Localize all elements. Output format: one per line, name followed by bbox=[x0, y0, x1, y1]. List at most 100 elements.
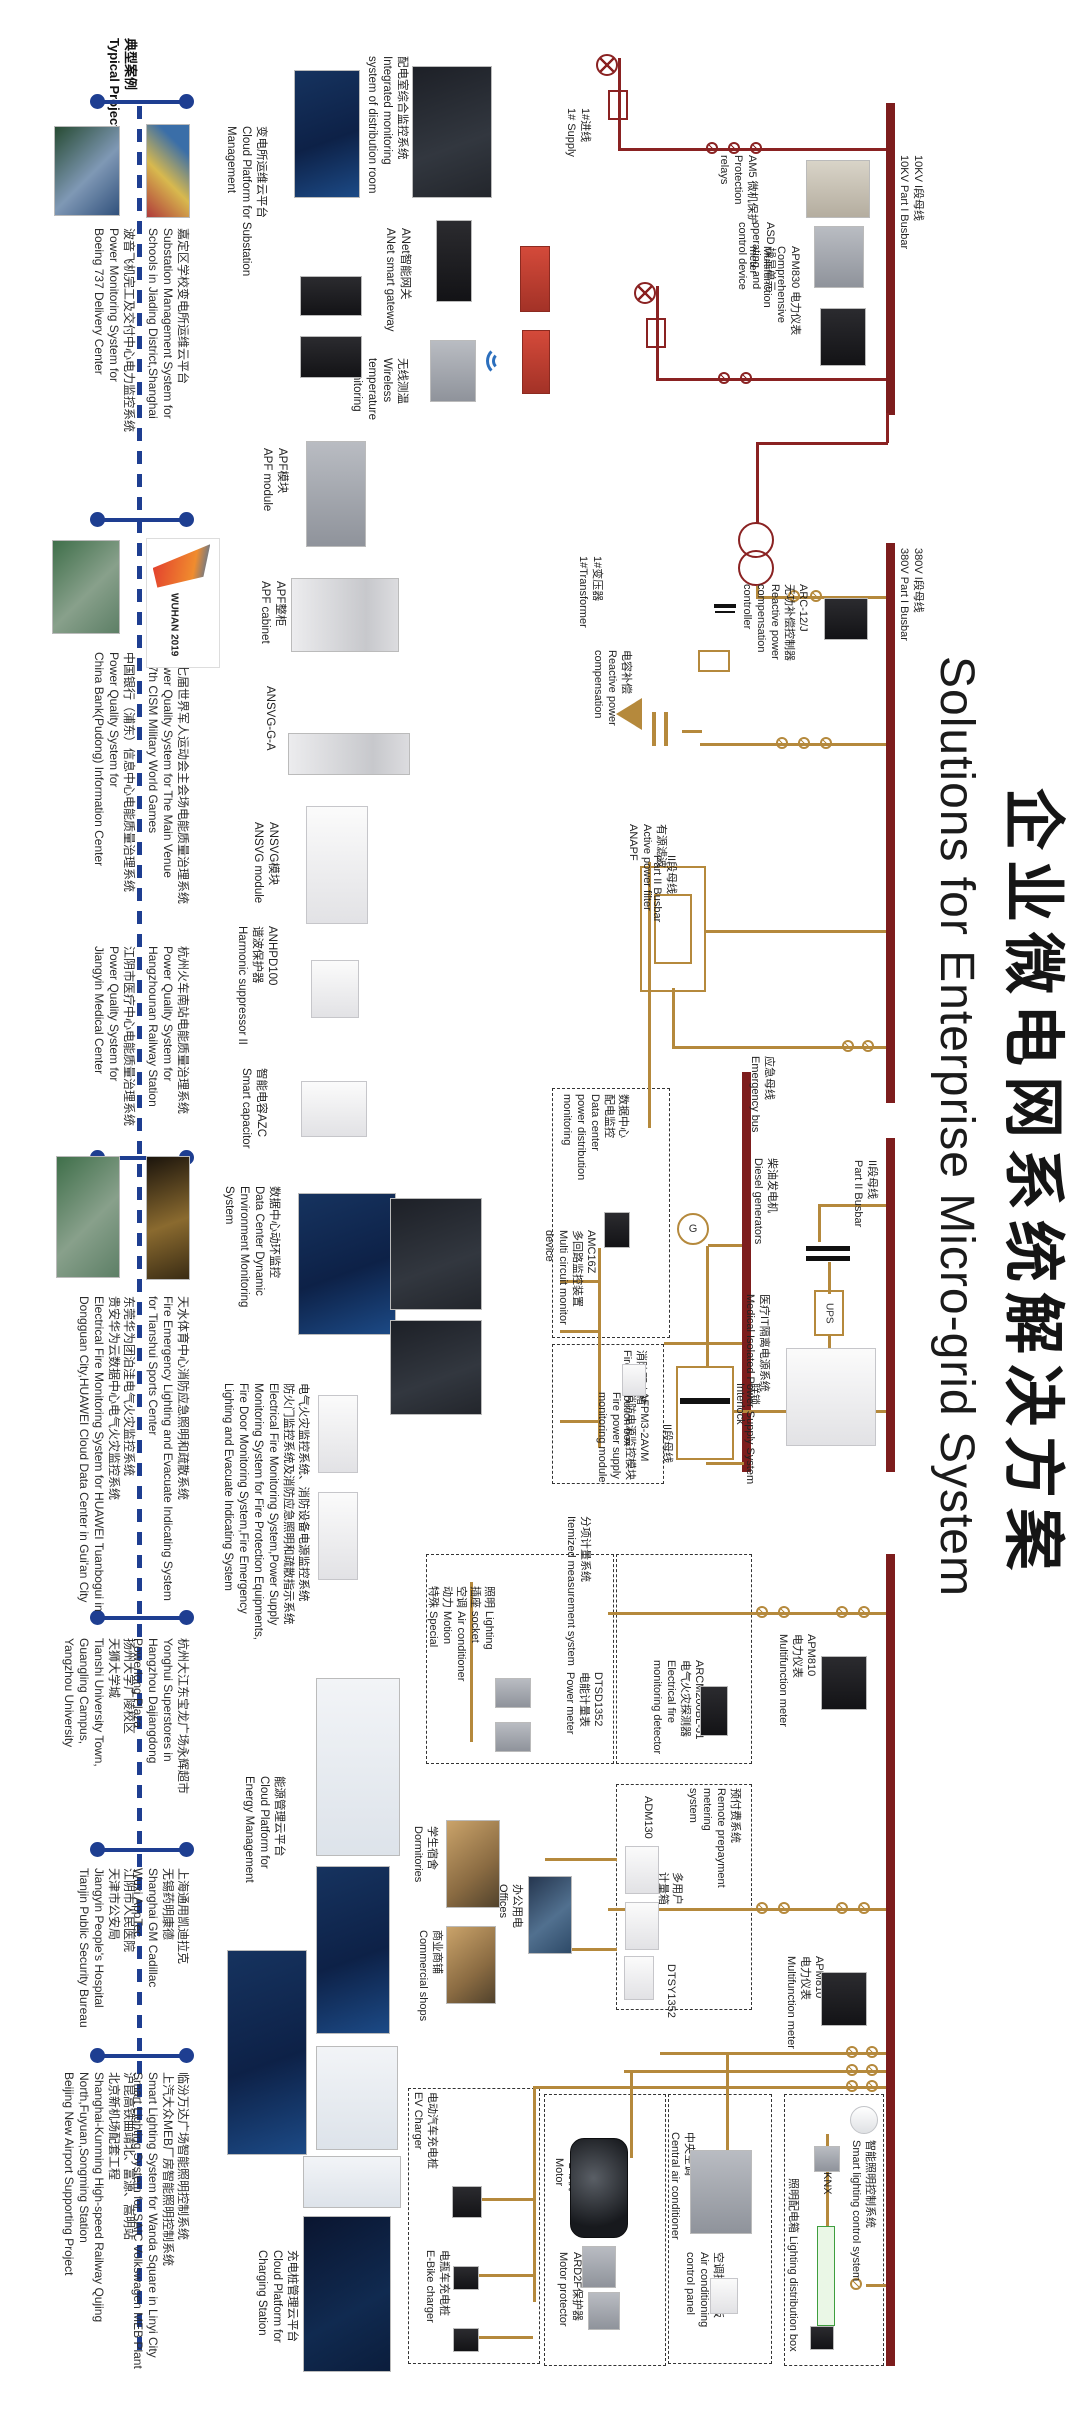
device-frame bbox=[676, 1366, 734, 1460]
timeline-line bbox=[137, 106, 142, 2360]
diagram-label: 多用户 计量箱 bbox=[657, 1872, 683, 1905]
wire bbox=[756, 442, 888, 445]
project-caption: 波音飞机完工及交付中心电力监控系统 Power Monitoring Syste… bbox=[92, 228, 136, 433]
product-label: ANSVG-G-A bbox=[264, 686, 276, 751]
device-photo bbox=[625, 1902, 659, 1950]
product-photo bbox=[303, 2156, 401, 2208]
capacitor-icon bbox=[652, 712, 668, 746]
wire bbox=[630, 2070, 633, 2158]
wire bbox=[618, 58, 621, 150]
diagram-label: ADM130 bbox=[642, 1796, 654, 1839]
ct-icon bbox=[740, 372, 752, 384]
product-label: 电气火灾监控系统、消防设备电源监控系统 防火门监控系统及消防应急照明和疏散指示系… bbox=[222, 1383, 309, 1640]
project-caption: 扬州大学广陵校区 天狮大学城 Tianshi University Town, … bbox=[62, 1638, 136, 1767]
diagram-label: AM5 微机保护 Protection relays bbox=[718, 155, 758, 225]
ct-icon bbox=[776, 737, 788, 749]
ct-icon bbox=[866, 2080, 878, 2092]
dashed-box bbox=[668, 2094, 772, 2364]
busbar bbox=[886, 543, 895, 1103]
product-photo bbox=[316, 2046, 398, 2150]
bar-symbol bbox=[806, 1246, 850, 1251]
product-photo bbox=[318, 1492, 358, 1580]
wuhan-flag-icon bbox=[152, 544, 211, 588]
ct-icon bbox=[750, 142, 762, 154]
product-photo bbox=[412, 66, 492, 198]
device-photo bbox=[582, 2246, 616, 2288]
device-photo bbox=[700, 1686, 728, 1736]
product-photo bbox=[227, 1950, 307, 2155]
ct-icon bbox=[842, 1040, 854, 1052]
device-photo bbox=[817, 2226, 835, 2326]
diagram-label: 电动汽车充电桩 EV Charger bbox=[412, 2092, 438, 2169]
busbar bbox=[742, 1072, 751, 1472]
wire bbox=[672, 1046, 886, 1049]
product-photo bbox=[318, 1395, 358, 1473]
ct-icon bbox=[866, 2046, 878, 2058]
diagram-label: 办公用电 Offices bbox=[497, 1884, 523, 1928]
device-photo bbox=[622, 1364, 646, 1396]
timeline-node bbox=[90, 1842, 194, 1857]
typical-projects-header: 典型案例 Typical Projects bbox=[104, 38, 138, 158]
device-photo bbox=[570, 2138, 628, 2238]
diagram-label: APM810 电力仪表 Multifunction meter bbox=[777, 1634, 817, 1727]
project-photo bbox=[54, 126, 120, 216]
device-frame bbox=[646, 318, 666, 348]
wire bbox=[624, 2070, 886, 2073]
timeline-node bbox=[90, 1610, 194, 1625]
wire bbox=[482, 2198, 533, 2201]
device-photo bbox=[495, 1722, 531, 1752]
ct-icon bbox=[846, 2064, 858, 2076]
diagram-label: ARC-12/J 无功补偿控制器 Reactive power compensa… bbox=[741, 584, 809, 661]
product-label: ANHPD100 谐波保护器 Harmonic suppressor II bbox=[236, 926, 278, 1045]
product-label: ANSVG模块 ANSVG module bbox=[252, 822, 279, 904]
wire bbox=[479, 2274, 533, 2277]
device-photo bbox=[814, 2146, 840, 2172]
diagram-label: 1#变压器 1#Transformer bbox=[577, 556, 603, 628]
diagram-label: APM810 电力仪表 Multifunction meter bbox=[785, 1956, 825, 2049]
device-photo bbox=[453, 2266, 479, 2290]
wire bbox=[648, 862, 651, 1128]
busbar bbox=[886, 1138, 895, 1472]
diagram-label: AFPM3-2AVM 消防电源监控模块 Fire power supply mo… bbox=[596, 1392, 650, 1483]
diagram-label: AMC16Z 多回路监控装置 Multi circuit monitor dev… bbox=[543, 1230, 597, 1325]
wire bbox=[533, 2086, 886, 2089]
timeline-node bbox=[90, 94, 194, 109]
diagram-label: 有源滤波 Active power filter ANAPF bbox=[627, 824, 667, 911]
device-photo bbox=[821, 1656, 867, 1710]
diagram-label: DTSD1352 电能计量表 Power meter bbox=[564, 1672, 604, 1735]
wire bbox=[660, 2052, 886, 2055]
ct-icon bbox=[836, 1606, 848, 1618]
ct-icon bbox=[846, 2046, 858, 2058]
device-photo bbox=[453, 2328, 479, 2352]
wire bbox=[545, 1948, 617, 1951]
diagram-label: II段母线 bbox=[661, 1424, 673, 1464]
product-label: 数据中心动环监控 Data Center Dynamic Environment… bbox=[223, 1186, 280, 1308]
project-caption: 江阴市人民医院 天津市公安局 Jiangyin People's Hospita… bbox=[77, 1868, 136, 2028]
device-frame bbox=[640, 866, 706, 992]
device-photo bbox=[821, 1972, 867, 2026]
product-label: 变电所运维云平台 Cloud Platform for Substation M… bbox=[225, 126, 267, 277]
bar-symbol bbox=[680, 1398, 730, 1404]
wire bbox=[656, 378, 886, 381]
project-caption: 沪昆高铁曲靖北、富源、嵩明站 北京新机场配套工程 Shanghai-Kunmin… bbox=[62, 2072, 136, 2323]
diagram-label: 380V I段母线 380V Part I Busbar bbox=[898, 548, 924, 641]
wire bbox=[706, 1246, 709, 1368]
wire bbox=[608, 1612, 886, 1615]
product-photo bbox=[298, 1193, 396, 1335]
device-photo bbox=[690, 2150, 752, 2234]
dashed-box bbox=[616, 1784, 752, 2010]
product-label: 能源管理云平台 Cloud Platform for Energy Manage… bbox=[243, 1776, 285, 1883]
wire bbox=[533, 2086, 536, 2302]
wifi-icon bbox=[486, 346, 512, 376]
diagram-label: 预付费系统 Remote prepayment metering system bbox=[687, 1788, 741, 1888]
wire bbox=[818, 1204, 886, 1207]
project-caption: 中国银行（浦东）信息中心电能质量治理系统 Power Quality Syste… bbox=[92, 652, 136, 893]
device-photo bbox=[850, 2106, 878, 2134]
diagram-label: ASD 操显单元 operating and control device bbox=[736, 222, 776, 292]
project-photo bbox=[146, 1156, 190, 1280]
device-photo bbox=[814, 226, 864, 288]
project-caption: 杭州火车南站电能质量治理系统 Power Quality System for … bbox=[146, 946, 190, 1115]
ct-icon bbox=[866, 2064, 878, 2076]
ground-icon bbox=[714, 604, 736, 608]
diagram-label: 柴油发电机 Diesel generators bbox=[752, 1158, 778, 1245]
